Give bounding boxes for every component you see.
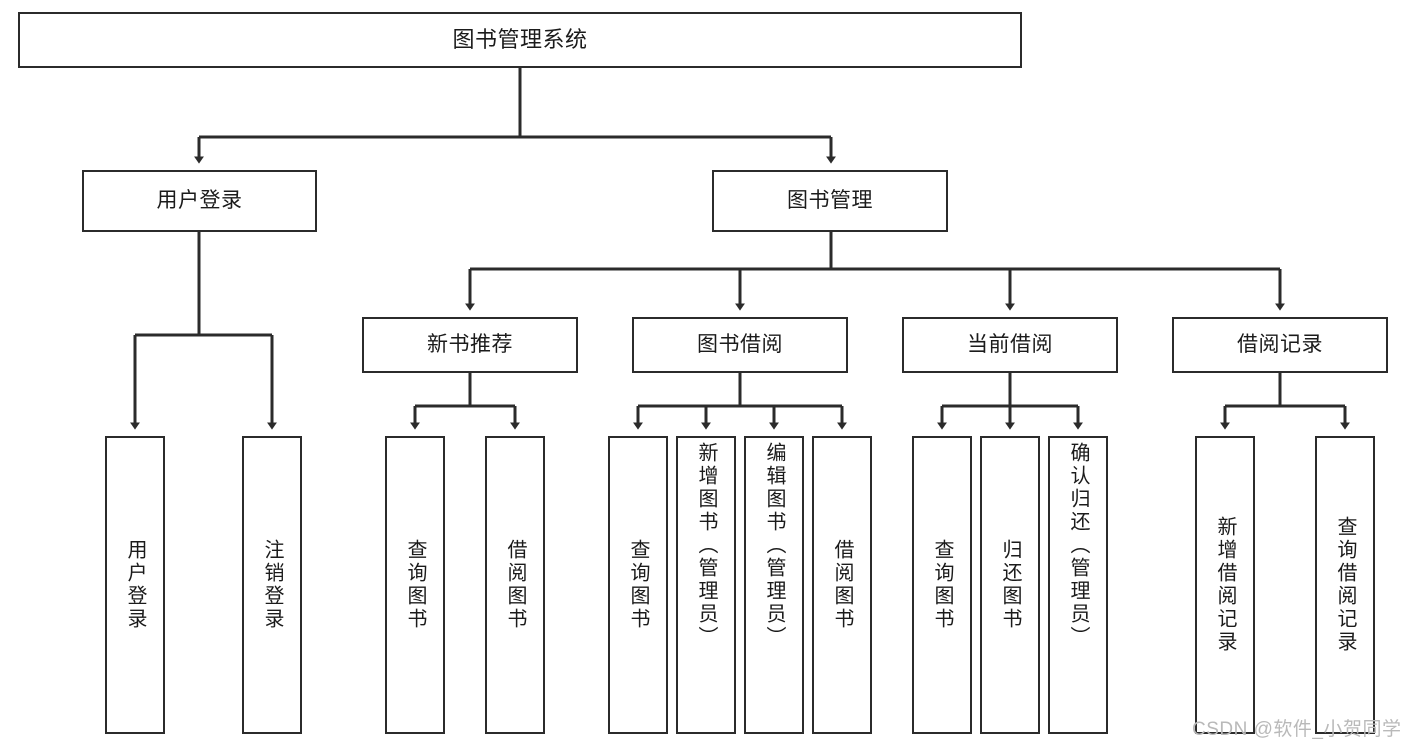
node-label: 查询借阅记录 bbox=[1334, 516, 1356, 654]
leaf-borrow-book-recommend[interactable]: 借阅图书 bbox=[485, 436, 545, 734]
leaf-add-book[interactable]: 新增图书（管理员） bbox=[676, 436, 736, 734]
leaf-borrow-book[interactable]: 借阅图书 bbox=[812, 436, 872, 734]
leaf-logout-login[interactable]: 注销登录 bbox=[242, 436, 302, 734]
leaf-edit-book[interactable]: 编辑图书（管理员） bbox=[744, 436, 804, 734]
node-label: 用户登录 bbox=[156, 189, 243, 213]
node-label: 新增借阅记录 bbox=[1214, 516, 1236, 654]
node-label: 借阅图书 bbox=[831, 539, 853, 631]
node-label: 当前借阅 bbox=[967, 333, 1053, 357]
node-current-borrow[interactable]: 当前借阅 bbox=[902, 317, 1118, 373]
leaf-user-login[interactable]: 用户登录 bbox=[105, 436, 165, 734]
node-label: 借阅记录 bbox=[1237, 333, 1323, 357]
node-label: 图书借阅 bbox=[697, 333, 783, 357]
node-borrow-record[interactable]: 借阅记录 bbox=[1172, 317, 1388, 373]
leaf-query-borrow-record[interactable]: 查询借阅记录 bbox=[1315, 436, 1375, 734]
node-label: 新书推荐 bbox=[427, 333, 513, 357]
node-label: 查询图书 bbox=[627, 539, 649, 631]
leaf-confirm-return[interactable]: 确认归还（管理员） bbox=[1048, 436, 1108, 734]
node-label: 用户登录 bbox=[124, 539, 146, 631]
node-label: 确认归还（管理员） bbox=[1067, 442, 1089, 649]
node-new-book-recommend[interactable]: 新书推荐 bbox=[362, 317, 578, 373]
leaf-query-book-borrow[interactable]: 查询图书 bbox=[608, 436, 668, 734]
leaf-add-borrow-record[interactable]: 新增借阅记录 bbox=[1195, 436, 1255, 734]
leaf-query-book-current[interactable]: 查询图书 bbox=[912, 436, 972, 734]
node-label: 编辑图书（管理员） bbox=[763, 442, 785, 649]
node-label: 查询图书 bbox=[404, 539, 426, 631]
node-book-borrow[interactable]: 图书借阅 bbox=[632, 317, 848, 373]
watermark-text: CSDN @软件_小贺同学 bbox=[1192, 719, 1402, 740]
node-label: 图书管理系统 bbox=[452, 26, 588, 52]
node-book-management[interactable]: 图书管理 bbox=[712, 170, 948, 232]
node-label: 图书管理 bbox=[787, 189, 873, 213]
node-label: 新增图书（管理员） bbox=[695, 442, 717, 649]
node-label: 借阅图书 bbox=[504, 539, 526, 631]
node-root-system[interactable]: 图书管理系统 bbox=[18, 12, 1022, 68]
leaf-return-book[interactable]: 归还图书 bbox=[980, 436, 1040, 734]
node-label: 注销登录 bbox=[261, 539, 283, 631]
node-user-login[interactable]: 用户登录 bbox=[82, 170, 317, 232]
node-label: 查询图书 bbox=[931, 539, 953, 631]
node-label: 归还图书 bbox=[999, 539, 1021, 631]
leaf-query-book-recommend[interactable]: 查询图书 bbox=[385, 436, 445, 734]
